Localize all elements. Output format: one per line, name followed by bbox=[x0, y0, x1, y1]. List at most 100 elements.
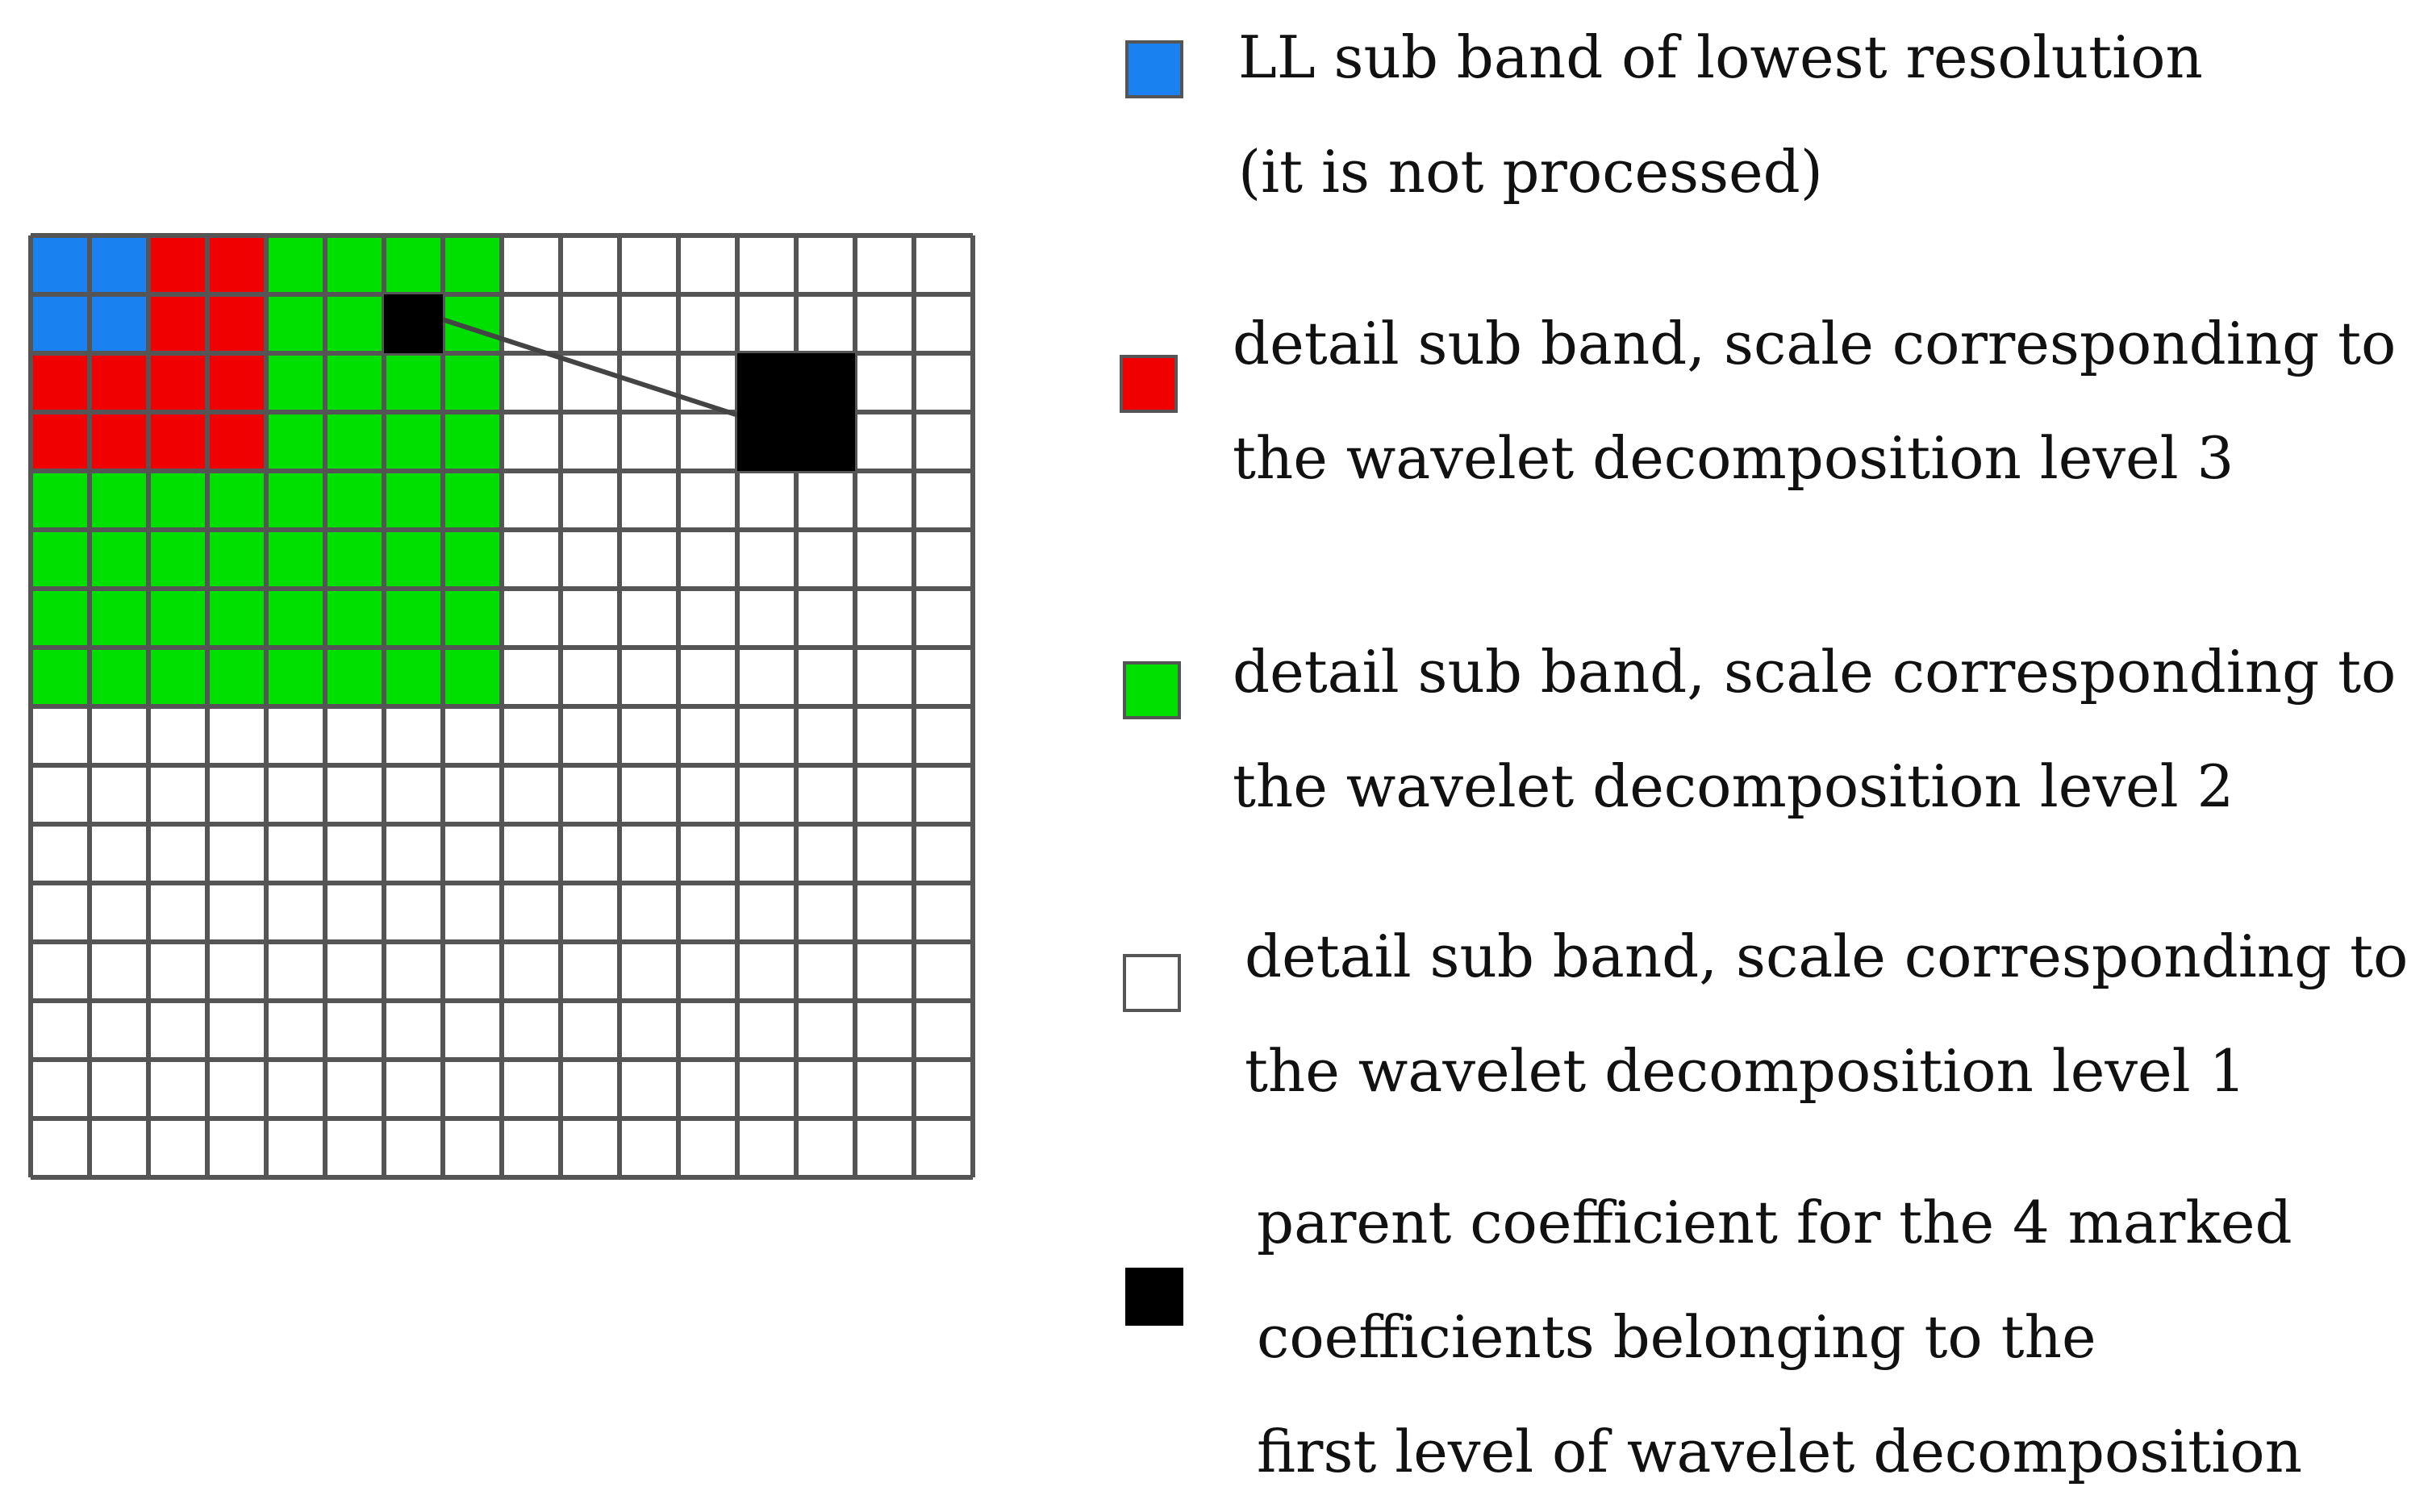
legend-line: detail sub band, scale corresponding to bbox=[1233, 638, 2397, 706]
grid-cell-level1 bbox=[502, 883, 561, 942]
grid-cell-level2 bbox=[207, 589, 266, 648]
grid-cell-level2 bbox=[31, 471, 90, 530]
grid-cell-level2 bbox=[31, 589, 90, 648]
parent-child-connector bbox=[418, 310, 738, 418]
grid-cell-level1 bbox=[561, 706, 620, 765]
grid-cell-level3 bbox=[90, 353, 148, 412]
grid-cell-level1 bbox=[148, 765, 207, 824]
grid-cell-level2 bbox=[266, 648, 325, 706]
grid-cell-level1 bbox=[207, 1001, 266, 1060]
grid-cell-level1 bbox=[796, 294, 855, 353]
grid-cell-level1 bbox=[90, 706, 148, 765]
grid-cell-level2 bbox=[325, 648, 384, 706]
grid-cell-level1 bbox=[561, 412, 620, 471]
grid-cell-level1 bbox=[796, 706, 855, 765]
grid-cell-level1 bbox=[914, 765, 973, 824]
grid-cell-level1 bbox=[90, 765, 148, 824]
grid-cell-level1 bbox=[384, 1060, 443, 1118]
grid-cell-level1 bbox=[620, 1001, 678, 1060]
grid-cell-level2 bbox=[266, 471, 325, 530]
legend-text-level3: detail sub band, scale corresponding to … bbox=[1233, 286, 2396, 515]
grid-cell-level3 bbox=[207, 294, 266, 353]
legend-swatch-ll bbox=[1125, 40, 1183, 98]
grid-cell-level2 bbox=[207, 530, 266, 589]
grid-cell-level1 bbox=[855, 706, 914, 765]
grid-cell-level2 bbox=[31, 530, 90, 589]
grid-cell-level1 bbox=[207, 1060, 266, 1118]
legend-line: the wavelet decomposition level 1 bbox=[1245, 1037, 2247, 1105]
grid-cell-level1 bbox=[855, 530, 914, 589]
grid-cell-level1 bbox=[737, 471, 796, 530]
grid-cell-level1 bbox=[914, 589, 973, 648]
legend-line: LL sub band of lowest resolution bbox=[1238, 23, 2203, 91]
grid-cell-level1 bbox=[678, 471, 737, 530]
grid-cell-level1 bbox=[561, 1001, 620, 1060]
legend-text-level2: detail sub band, scale corresponding to … bbox=[1233, 614, 2396, 843]
grid-cell-level1 bbox=[678, 1001, 737, 1060]
grid-cell-level2 bbox=[325, 589, 384, 648]
grid-cell-level1 bbox=[266, 1118, 325, 1177]
grid-cell-level3 bbox=[148, 235, 207, 294]
grid-cell-level1 bbox=[90, 1060, 148, 1118]
grid-cell-level1 bbox=[796, 235, 855, 294]
grid-cell-level1 bbox=[796, 1060, 855, 1118]
grid-cell-level1 bbox=[620, 883, 678, 942]
grid-cell-level1 bbox=[796, 530, 855, 589]
grid-cell-level1 bbox=[678, 942, 737, 1001]
grid-cell-level1 bbox=[855, 648, 914, 706]
grid-cell-level1 bbox=[502, 235, 561, 294]
grid-cell-level1 bbox=[914, 530, 973, 589]
grid-cell-level1 bbox=[384, 942, 443, 1001]
grid-cell-level2 bbox=[266, 530, 325, 589]
grid-cell-level1 bbox=[266, 883, 325, 942]
child-coefficients-block bbox=[737, 353, 855, 471]
grid-cell-level1 bbox=[737, 1118, 796, 1177]
grid-cell-level1 bbox=[914, 294, 973, 353]
grid-cell-level1 bbox=[678, 824, 737, 883]
grid-cell-level1 bbox=[914, 235, 973, 294]
grid-cell-level1 bbox=[325, 824, 384, 883]
grid-cell-level1 bbox=[737, 942, 796, 1001]
grid-cell-level1 bbox=[325, 942, 384, 1001]
grid-cell-level1 bbox=[737, 235, 796, 294]
grid-cell-level1 bbox=[678, 294, 737, 353]
grid-cell-level1 bbox=[737, 530, 796, 589]
legend-line: detail sub band, scale corresponding to bbox=[1233, 310, 2397, 377]
grid-cell-level1 bbox=[561, 235, 620, 294]
legend-text-ll: LL sub band of lowest resolution (it is … bbox=[1238, 0, 2203, 229]
grid-cell-level1 bbox=[502, 1118, 561, 1177]
grid-cell-level1 bbox=[325, 883, 384, 942]
grid-cell-level1 bbox=[502, 765, 561, 824]
grid-cell-level1 bbox=[325, 765, 384, 824]
grid-cell-level1 bbox=[443, 1001, 502, 1060]
grid-cell-level1 bbox=[737, 765, 796, 824]
grid-cell-level1 bbox=[443, 706, 502, 765]
grid-cell-level1 bbox=[443, 1118, 502, 1177]
grid-cell-level1 bbox=[914, 353, 973, 412]
grid-cell-level1 bbox=[90, 1118, 148, 1177]
grid-cell-level1 bbox=[31, 824, 90, 883]
grid-cell-level2 bbox=[266, 589, 325, 648]
grid-cell-level2 bbox=[325, 353, 384, 412]
grid-cell-level1 bbox=[31, 1118, 90, 1177]
grid-cell-level1 bbox=[678, 530, 737, 589]
grid-cell-level2 bbox=[384, 648, 443, 706]
parent-child-marks bbox=[384, 294, 855, 471]
grid-cell-level1 bbox=[561, 824, 620, 883]
grid-cell-level3 bbox=[31, 353, 90, 412]
grid-cell-level1 bbox=[855, 589, 914, 648]
grid-cell-level1 bbox=[678, 1060, 737, 1118]
grid-cell-level1 bbox=[914, 942, 973, 1001]
grid-cell-level2 bbox=[443, 471, 502, 530]
grid-cell-level1 bbox=[266, 765, 325, 824]
grid-cell-level1 bbox=[855, 942, 914, 1001]
grid-cell-level1 bbox=[678, 353, 737, 412]
grid-cell-level1 bbox=[796, 765, 855, 824]
grid-cell-level3 bbox=[207, 353, 266, 412]
grid-cell-level1 bbox=[266, 942, 325, 1001]
grid-cell-level1 bbox=[384, 1118, 443, 1177]
grid-cell-level1 bbox=[796, 589, 855, 648]
grid-cell-level1 bbox=[561, 1060, 620, 1118]
grid-cell-level1 bbox=[796, 883, 855, 942]
